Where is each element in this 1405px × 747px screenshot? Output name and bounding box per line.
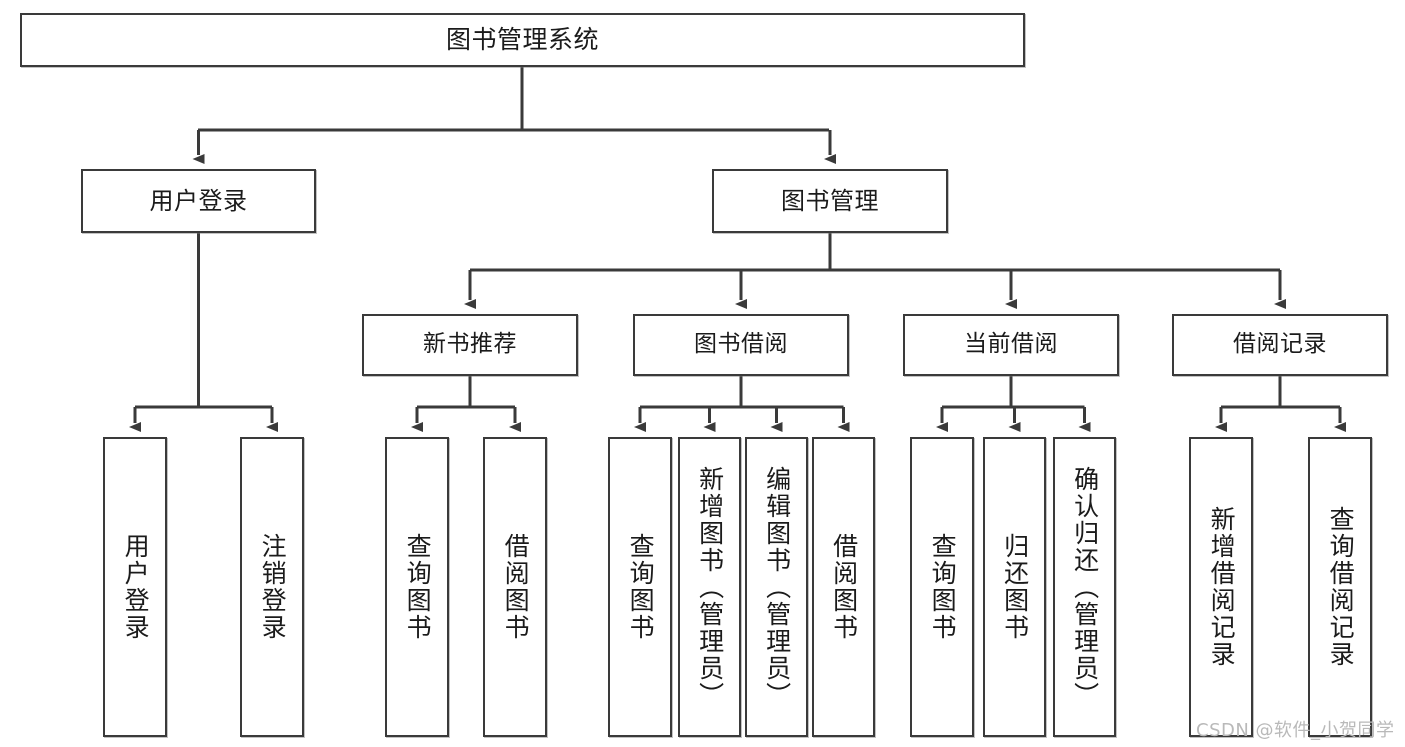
node-label: 查询图书 [403, 533, 433, 641]
tier3-node-图书借阅-1[interactable]: 图书借阅 [633, 314, 849, 376]
leaf-node-借阅图书-7[interactable]: 借阅图书 [812, 437, 875, 737]
leaf-node-查询图书-4[interactable]: 查询图书 [608, 437, 672, 737]
node-label: 用户登录 [121, 533, 151, 641]
tier2-node-用户登录-0[interactable]: 用户登录 [81, 169, 316, 233]
leaf-node-借阅图书-3[interactable]: 借阅图书 [483, 437, 547, 737]
node-label: 归还图书 [1000, 533, 1030, 641]
tier2-node-图书管理-1[interactable]: 图书管理 [712, 169, 948, 233]
tier3-node-借阅记录-3[interactable]: 借阅记录 [1172, 314, 1388, 376]
csdn-watermark: CSDN @软件_小贺同学 [1196, 720, 1395, 741]
leaf-node-用户登录-0[interactable]: 用户登录 [103, 437, 167, 737]
node-label: 新书推荐 [423, 331, 517, 358]
node-label: 借阅图书 [501, 533, 531, 641]
node-label: 图书管理系统 [445, 25, 599, 55]
node-label: 图书借阅 [694, 331, 788, 358]
leaf-node-查询借阅记录-12[interactable]: 查询借阅记录 [1308, 437, 1372, 737]
node-label: 借阅记录 [1233, 331, 1327, 358]
node-label: 用户登录 [149, 186, 248, 215]
leaf-node-编辑图书管理员-6[interactable]: 编辑图书（管理员） [745, 437, 808, 737]
node-label: 编辑图书（管理员） [762, 465, 792, 709]
tier3-node-新书推荐-0[interactable]: 新书推荐 [362, 314, 578, 376]
leaf-node-查询图书-8[interactable]: 查询图书 [910, 437, 974, 737]
leaf-node-注销登录-1[interactable]: 注销登录 [240, 437, 304, 737]
node-label: 查询图书 [928, 533, 958, 641]
tier3-node-当前借阅-2[interactable]: 当前借阅 [903, 314, 1119, 376]
node-label: 新增借阅记录 [1207, 506, 1237, 668]
node-label: 查询借阅记录 [1326, 506, 1356, 668]
node-label: 借阅图书 [829, 533, 859, 641]
node-label: 图书管理 [781, 186, 879, 215]
leaf-node-新增图书管理员-5[interactable]: 新增图书（管理员） [678, 437, 741, 737]
node-label: 查询图书 [626, 533, 656, 641]
leaf-node-新增借阅记录-11[interactable]: 新增借阅记录 [1189, 437, 1253, 737]
root-node-图书管理系统[interactable]: 图书管理系统 [20, 13, 1025, 67]
leaf-node-查询图书-2[interactable]: 查询图书 [385, 437, 449, 737]
leaf-node-确认归还管理员-10[interactable]: 确认归还（管理员） [1053, 437, 1116, 737]
node-label: 当前借阅 [964, 331, 1058, 358]
leaf-node-归还图书-9[interactable]: 归还图书 [983, 437, 1046, 737]
node-label: 注销登录 [258, 533, 288, 641]
node-label: 确认归还（管理员） [1070, 465, 1100, 709]
node-label: 新增图书（管理员） [695, 465, 725, 709]
